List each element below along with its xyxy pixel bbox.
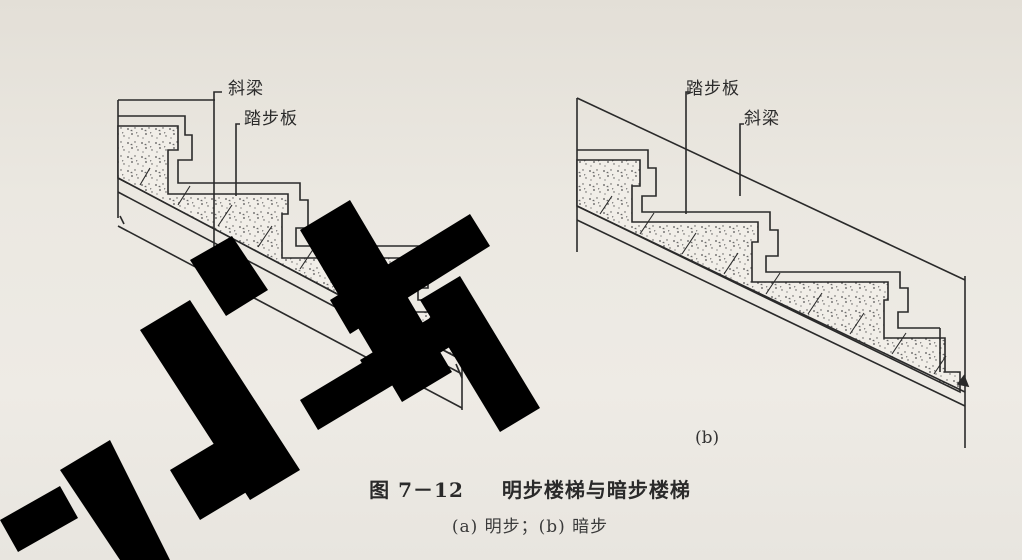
- panel-a-label: (a): [244, 428, 268, 448]
- panel-a-drawing: [117, 91, 463, 410]
- panel-b-hatch: [599, 195, 947, 375]
- figure-title: 明步楼梯与暗步楼梯: [501, 478, 691, 502]
- figure-number: 图 7－12: [369, 478, 464, 502]
- figure-caption: 图 7－12 明步楼梯与暗步楼梯: [340, 474, 720, 503]
- panel-a-leader-beam: [213, 91, 222, 248]
- panel-b-slab-bottom: [576, 205, 966, 393]
- panel-b-tread-concrete: [576, 159, 961, 394]
- panel-b-break-mark: [956, 374, 970, 388]
- panel-b-plaster-line: [576, 219, 966, 407]
- panel-b-drawing: [576, 91, 970, 448]
- panel-a-tread-concrete: [117, 125, 463, 362]
- panel-a-break-mark: [119, 215, 125, 225]
- panel-b-beam-top: [576, 97, 966, 281]
- panel-a-leader-board: [235, 123, 240, 196]
- figure-subcaption: (a) 明步；(b) 暗步: [451, 517, 609, 537]
- panel-b-tread-board-label: 踏步板: [686, 79, 740, 99]
- panel-b-leader-board: [685, 91, 690, 214]
- panel-a-tread-board-label: 踏步板: [244, 109, 298, 129]
- panel-a-beam-label: 斜梁: [228, 79, 264, 99]
- panel-b-beam-label: 斜梁: [744, 109, 780, 129]
- panel-a-plaster-line: [117, 191, 463, 375]
- panel-a-slab-bottom: [117, 177, 463, 361]
- panel-b-label: (b): [695, 428, 720, 448]
- panel-b-leader-beam: [739, 123, 744, 196]
- panel-b-step-finish: [577, 149, 940, 329]
